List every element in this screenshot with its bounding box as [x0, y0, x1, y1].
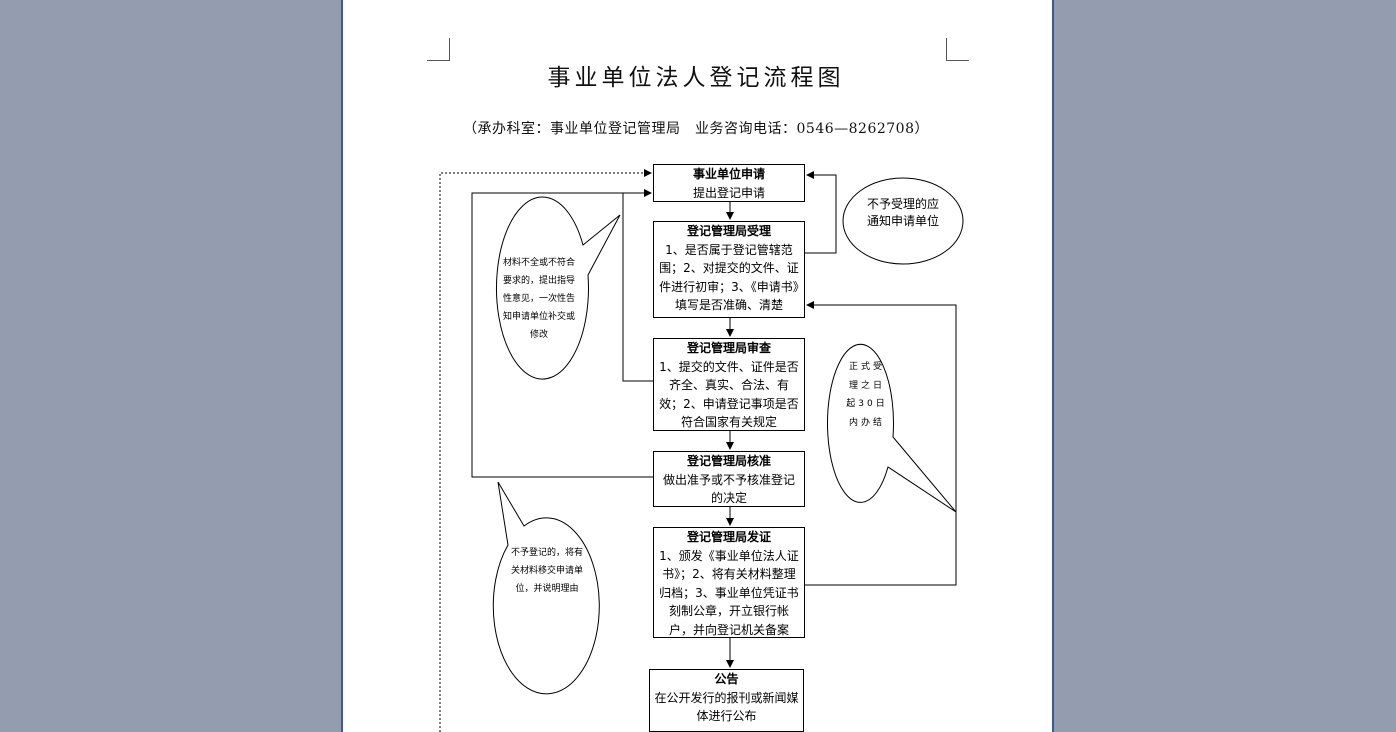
step-approval: 登记管理局核准 做出准予或不予核准登记的决定	[653, 451, 805, 507]
callout-reject-text: 不予受理的应通知申请单位	[866, 197, 939, 228]
step-acceptance: 登记管理局受理 1、是否属于登记管辖范围；2、对提交的文件、证件进行初审；3、《…	[653, 221, 805, 318]
step-acceptance-body: 1、是否属于登记管辖范围；2、对提交的文件、证件进行初审；3、《申请书》填写是否…	[659, 242, 799, 313]
crop-mark-top-right	[946, 38, 969, 61]
step-certificate-body: 1、颁发《事业单位法人证书》；2、将有关材料整理归档；3、事业单位凭证书刻制公章…	[659, 548, 799, 637]
step-review-body: 1、提交的文件、证件是否齐全、真实、合法、有效；2、申请登记事项是否符合国家有关…	[659, 359, 799, 430]
step-certificate-title: 登记管理局发证	[686, 530, 771, 544]
step-approval-body: 做出准予或不予核准登记的决定	[662, 472, 795, 506]
step-approval-title: 登记管理局核准	[686, 454, 771, 468]
callout-reject-bubble	[842, 177, 964, 265]
step-application-title: 事业单位申请	[692, 167, 765, 181]
callout-deadline-text: 正式受理之日起30日内办结	[846, 362, 888, 428]
step-certificate: 登记管理局发证 1、颁发《事业单位法人证书》；2、将有关材料整理归档；3、事业单…	[653, 527, 805, 638]
step-announcement-body: 在公开发行的报刊或新闻媒体进行公布	[654, 690, 799, 724]
step-announcement: 公告 在公开发行的报刊或新闻媒体进行公布	[649, 669, 804, 732]
step-announcement-title: 公告	[714, 672, 739, 686]
step-acceptance-title: 登记管理局受理	[686, 224, 771, 238]
step-review: 登记管理局审查 1、提交的文件、证件是否齐全、真实、合法、有效；2、申请登记事项…	[653, 338, 805, 431]
page-subtitle: （承办科室：事业单位登记管理局 业务咨询电话：0546—8262708）	[463, 121, 929, 137]
callout-not-registered-text: 不予登记的，将有关材料移交申请单位，并说明理由	[510, 548, 583, 594]
step-application-body: 提出登记申请	[692, 185, 765, 200]
page-title: 事业单位法人登记流程图	[547, 65, 845, 91]
step-application: 事业单位申请 提出登记申请	[653, 164, 805, 202]
step-review-title: 登记管理局审查	[686, 341, 771, 355]
callout-incomplete-text: 材料不全或不符合要求的，提出指导性意见，一次性告知申请单位补交或修改	[502, 258, 575, 340]
crop-mark-top-left	[427, 38, 450, 61]
